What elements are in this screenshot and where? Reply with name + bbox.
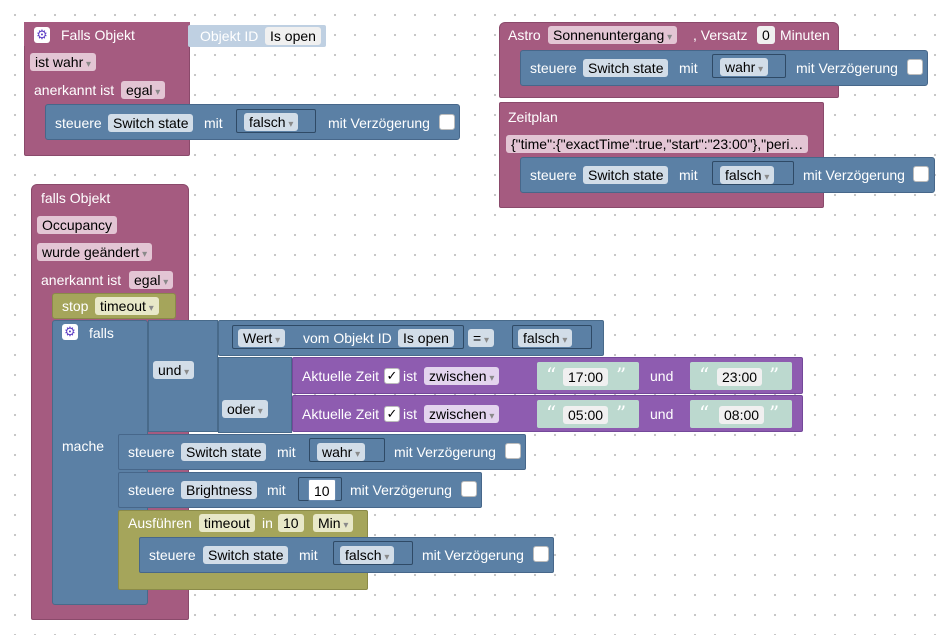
and-dropdown[interactable]: und	[153, 361, 195, 379]
operator-dropdown[interactable]: =	[468, 329, 494, 347]
ack-dropdown[interactable]: egal	[129, 271, 174, 289]
trigger-dropdown[interactable]: wurde geändert	[37, 243, 153, 261]
time-start-field[interactable]: 17:00	[563, 368, 609, 386]
astro-event-dropdown[interactable]: Sonnenuntergang	[548, 26, 678, 44]
delay-checkbox[interactable]	[439, 114, 455, 130]
delay-checkbox[interactable]	[461, 481, 477, 497]
or-block[interactable]	[218, 357, 292, 433]
time-start-field[interactable]: 05:00	[563, 406, 609, 424]
between-dropdown[interactable]: zwischen	[424, 367, 500, 385]
delay-label: mit Verzögerung	[422, 547, 524, 563]
schedule-field[interactable]: {"time":{"exactTime":true,"start":"23:00…	[506, 135, 809, 153]
compare-object-field[interactable]: Is open	[398, 329, 454, 347]
control-label: steuere	[128, 482, 175, 498]
offset-label: , Versatz	[693, 27, 748, 43]
control-target[interactable]: Switch state	[108, 114, 194, 132]
object-field[interactable]: Occupancy	[37, 216, 118, 234]
quote-open-icon: “	[546, 401, 557, 425]
control-label: steuere	[128, 444, 175, 460]
with-label: mit	[277, 444, 296, 460]
delay-checkbox[interactable]	[505, 443, 521, 459]
between-dropdown[interactable]: zwischen	[424, 405, 500, 423]
current-time-label: Aktuelle Zeit	[302, 406, 380, 422]
condition-dropdown[interactable]: ist wahr	[30, 53, 97, 71]
control-target[interactable]: Switch state	[181, 443, 267, 461]
schedule-label: Zeitplan	[508, 109, 558, 125]
delay-checkbox[interactable]	[907, 59, 923, 75]
ack-label: anerkannt ist	[34, 82, 115, 98]
value-dropdown[interactable]: falsch	[244, 113, 299, 131]
delay-label: mit Verzögerung	[803, 167, 905, 183]
control-label: steuere	[530, 60, 577, 76]
timeout-name-field[interactable]: timeout	[199, 514, 255, 532]
event-header: Falls Objekt	[61, 27, 135, 43]
value-dropdown[interactable]: falsch	[720, 166, 775, 184]
control-target[interactable]: Brightness	[181, 481, 258, 499]
delay-label: mit Verzögerung	[328, 115, 430, 131]
time-end-field[interactable]: 08:00	[719, 406, 765, 424]
timeout-unit-dropdown[interactable]: Min	[313, 514, 354, 532]
with-label: mit	[204, 115, 223, 131]
delay-checkbox[interactable]	[533, 546, 549, 562]
in-label: in	[262, 515, 273, 531]
object-id-label: Objekt ID	[200, 28, 259, 44]
with-label: mit	[267, 482, 286, 498]
checkbox-icon[interactable]: ✓	[384, 368, 400, 384]
do-label: mache	[62, 438, 105, 454]
quote-open-icon: “	[546, 363, 557, 387]
control-target[interactable]: Switch state	[203, 546, 289, 564]
delay-label: mit Verzögerung	[394, 444, 496, 460]
with-label: mit	[679, 60, 698, 76]
if-label: falls	[89, 325, 114, 341]
event-header: falls Objekt	[41, 190, 111, 206]
control-target[interactable]: Switch state	[583, 59, 669, 77]
value-dropdown[interactable]: wahr	[317, 443, 366, 461]
control-target[interactable]: Switch state	[583, 166, 669, 184]
checkbox-icon[interactable]: ✓	[384, 406, 400, 422]
quote-close-icon: ”	[616, 363, 627, 387]
control-label: steuere	[530, 167, 577, 183]
delay-label: mit Verzögerung	[350, 482, 452, 498]
minutes-label: Minuten	[780, 27, 830, 43]
and-label: und	[650, 368, 674, 384]
is-label: ist	[403, 368, 417, 384]
quote-close-icon: ”	[616, 401, 627, 425]
with-label: mit	[299, 547, 318, 563]
is-label: ist	[403, 406, 417, 422]
control-label: steuere	[55, 115, 102, 131]
and-label: und	[650, 406, 674, 422]
control-label: steuere	[149, 547, 196, 563]
delay-checkbox[interactable]	[913, 166, 929, 182]
timeout-label: Ausführen	[128, 515, 192, 531]
brightness-value-field[interactable]: 10	[308, 479, 336, 501]
ack-dropdown[interactable]: egal	[121, 81, 166, 99]
stop-timeout-dropdown[interactable]: timeout	[95, 297, 159, 315]
value-dropdown[interactable]: falsch	[340, 546, 395, 564]
gear-icon[interactable]: ⚙	[34, 27, 50, 43]
quote-open-icon: “	[699, 401, 710, 425]
current-time-label: Aktuelle Zeit	[302, 368, 380, 384]
delay-label: mit Verzögerung	[796, 60, 898, 76]
with-label: mit	[679, 167, 698, 183]
timeout-value-field[interactable]: 10	[278, 514, 304, 532]
stop-label: stop	[62, 298, 89, 314]
quote-open-icon: “	[699, 363, 710, 387]
value-dropdown[interactable]: Wert	[238, 329, 286, 347]
quote-close-icon: ”	[769, 401, 780, 425]
or-dropdown[interactable]: oder	[222, 400, 268, 418]
rhs-dropdown[interactable]: falsch	[518, 329, 573, 347]
from-object-label: vom Objekt ID	[303, 330, 392, 346]
object-id-field[interactable]: Is open	[265, 27, 321, 45]
offset-field[interactable]: 0	[757, 26, 775, 44]
ack-label: anerkannt ist	[41, 272, 122, 288]
time-end-field[interactable]: 23:00	[717, 368, 763, 386]
value-dropdown[interactable]: wahr	[720, 58, 769, 76]
gear-icon[interactable]: ⚙	[62, 324, 78, 340]
quote-close-icon: ”	[769, 363, 780, 387]
astro-header: Astro	[508, 27, 541, 43]
